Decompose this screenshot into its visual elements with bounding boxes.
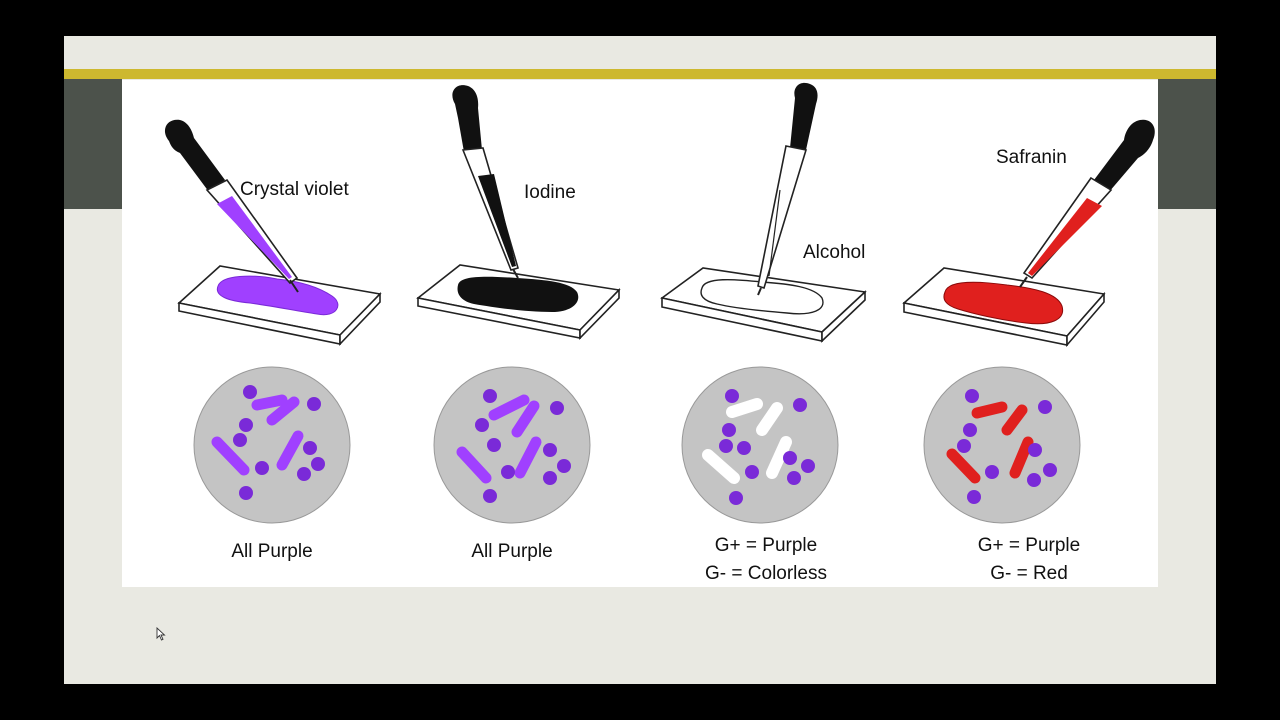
step-4-safranin — [902, 119, 1155, 348]
cocci-purple-2 — [475, 389, 571, 503]
dropper-4 — [1019, 119, 1155, 288]
reagent-label-iodine: Iodine — [524, 182, 576, 203]
microscope-field-4 — [923, 366, 1081, 524]
caption-step-2: All Purple — [471, 541, 553, 562]
caption-step-4-line-2: G- = Red — [990, 563, 1068, 584]
gram-stain-illustration — [164, 82, 1155, 524]
dropper-1 — [164, 119, 299, 293]
step-3-alcohol — [660, 82, 867, 343]
bacilli-red-4 — [946, 401, 1034, 484]
cocci-purple-1 — [233, 385, 325, 500]
accent-bar — [64, 69, 1216, 79]
caption-step-3-line-2: G- = Colorless — [705, 563, 827, 584]
bacilli-purple-2 — [456, 394, 542, 484]
header-band-right — [1158, 79, 1216, 209]
caption-step-3-line-1: G+ = Purple — [714, 535, 818, 556]
crystal-violet-smear — [216, 275, 339, 316]
step-2-iodine — [416, 85, 621, 340]
dropper-3 — [757, 82, 818, 296]
cocci-purple-3 — [719, 389, 815, 505]
microscope-field-2 — [433, 366, 591, 524]
bacilli-purple-1 — [211, 394, 304, 476]
header-band-left — [64, 79, 122, 209]
cocci-purple-4 — [957, 389, 1057, 504]
gram-stain-figure: Crystal violet Iodine Alcohol Safranin A… — [122, 80, 1158, 587]
microscope-field-3 — [681, 366, 839, 524]
bacilli-colorless-3 — [702, 398, 792, 484]
mouse-pointer-icon — [156, 626, 166, 646]
caption-step-4-line-1: G+ = Purple — [977, 535, 1081, 556]
iodine-smear — [457, 276, 579, 312]
reagent-label-crystal-violet: Crystal violet — [240, 179, 349, 200]
dropper-2 — [452, 85, 519, 279]
caption-step-1: All Purple — [231, 541, 313, 562]
microscope-field-1 — [193, 366, 351, 524]
reagent-label-alcohol: Alcohol — [803, 242, 866, 263]
step-1-crystal-violet — [164, 119, 382, 346]
safranin-smear — [943, 281, 1064, 325]
reagent-label-safranin: Safranin — [996, 147, 1067, 168]
alcohol-decolorized-smear — [700, 278, 824, 315]
